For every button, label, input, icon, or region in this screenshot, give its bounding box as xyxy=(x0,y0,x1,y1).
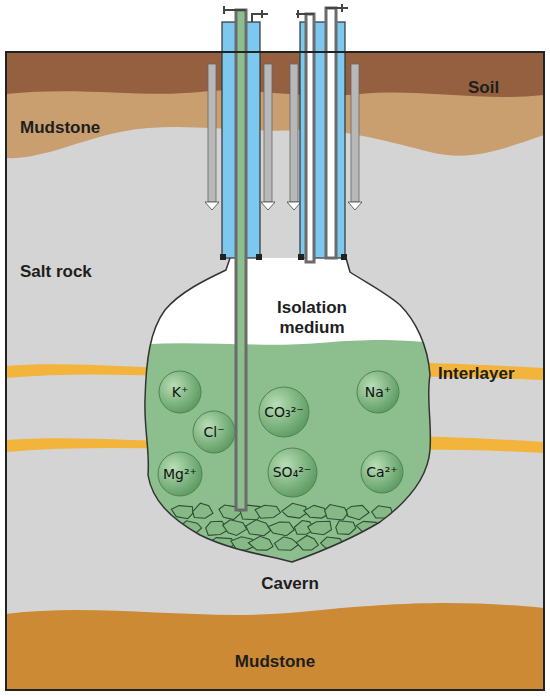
rubble-stone xyxy=(255,505,280,518)
rubble-stone xyxy=(193,503,213,518)
ion-label: K⁺ xyxy=(172,385,189,399)
rubble-stone xyxy=(345,538,366,552)
ion-circle-shape xyxy=(159,371,201,413)
tubing xyxy=(236,10,246,510)
ion-label: Mg²⁺ xyxy=(163,467,197,481)
ion-circle: Ca²⁺ xyxy=(360,450,404,494)
rubble-stone xyxy=(248,536,273,550)
rubble-stone xyxy=(282,503,307,518)
casing-shoes xyxy=(220,254,347,260)
ion-text-box: CO₃²⁻ xyxy=(258,386,310,438)
rubble-stone xyxy=(308,521,332,534)
ion-circle: Mg²⁺ xyxy=(157,451,203,497)
drawing-part xyxy=(290,64,298,202)
ion-circle-shape xyxy=(268,448,317,497)
valve xyxy=(296,4,348,18)
ion-text-box: Mg²⁺ xyxy=(157,451,203,497)
ion-label: CO₃²⁻ xyxy=(264,405,303,419)
drawing-part xyxy=(298,254,304,260)
cavern-outline xyxy=(145,258,431,562)
soil-layer xyxy=(6,52,544,97)
drawing-part xyxy=(220,254,226,260)
mudstone-layer xyxy=(6,603,544,690)
ion-circle-shape xyxy=(158,452,202,496)
rubble-stone xyxy=(183,536,209,551)
layer-label: Mudstone xyxy=(235,652,315,672)
ion-text-box: Na⁺ xyxy=(356,370,400,414)
ion-label: SO₄²⁻ xyxy=(273,465,312,479)
ion-label: Ca²⁺ xyxy=(366,465,397,479)
rubble-stone xyxy=(246,520,271,536)
drawing-part xyxy=(208,64,216,202)
rubble-stone xyxy=(274,537,298,550)
drawing-part xyxy=(351,64,359,202)
mudstone-layer xyxy=(6,52,544,158)
ion-circle-shape xyxy=(357,371,399,413)
rubble-stone xyxy=(365,538,384,550)
ion-text-box: Ca²⁺ xyxy=(360,450,404,494)
ion-text-box: SO₄²⁻ xyxy=(267,447,318,498)
ion-circle-shape xyxy=(361,451,403,493)
ion-label: Cl⁻ xyxy=(203,425,224,439)
ion-circle-shape xyxy=(193,411,235,453)
rubble-stone xyxy=(179,521,201,535)
salt-rock-layer xyxy=(6,52,544,690)
ion-label: Na⁺ xyxy=(365,385,391,399)
ion-text-box: K⁺ xyxy=(158,370,202,414)
layer-label: Salt rock xyxy=(20,262,92,282)
layer-label: Mudstone xyxy=(20,118,100,138)
region-label: Isolation medium xyxy=(257,298,367,337)
rubble-stone xyxy=(325,505,348,520)
rubble-stone xyxy=(268,522,294,536)
rubble-stone xyxy=(223,520,247,536)
ion-circle: Cl⁻ xyxy=(192,410,236,454)
frame xyxy=(6,52,544,690)
cavern-fill xyxy=(130,240,450,600)
drawing-part xyxy=(341,254,347,260)
rubble-stone xyxy=(346,505,369,519)
valve xyxy=(224,6,268,22)
region-label: Cavern xyxy=(261,574,319,594)
drawing-part xyxy=(264,64,272,202)
ion-text-box: Cl⁻ xyxy=(192,410,236,454)
ion-circle: Na⁺ xyxy=(356,370,400,414)
rubble-stone xyxy=(388,537,410,552)
ion-circle: K⁺ xyxy=(158,370,202,414)
rubble-stone xyxy=(296,535,318,550)
ion-circle-shape xyxy=(259,387,309,437)
drawing-part xyxy=(256,254,262,260)
rubble xyxy=(171,503,411,552)
rubble-stone xyxy=(372,506,393,518)
layer-label: Soil xyxy=(468,78,499,98)
rubble-stone xyxy=(336,521,356,535)
rubble-stone xyxy=(171,506,193,519)
ion-circle: CO₃²⁻ xyxy=(258,386,310,438)
ion-circle: SO₄²⁻ xyxy=(267,447,318,498)
tubing xyxy=(326,8,336,258)
layer-label: Interlayer xyxy=(438,364,515,384)
